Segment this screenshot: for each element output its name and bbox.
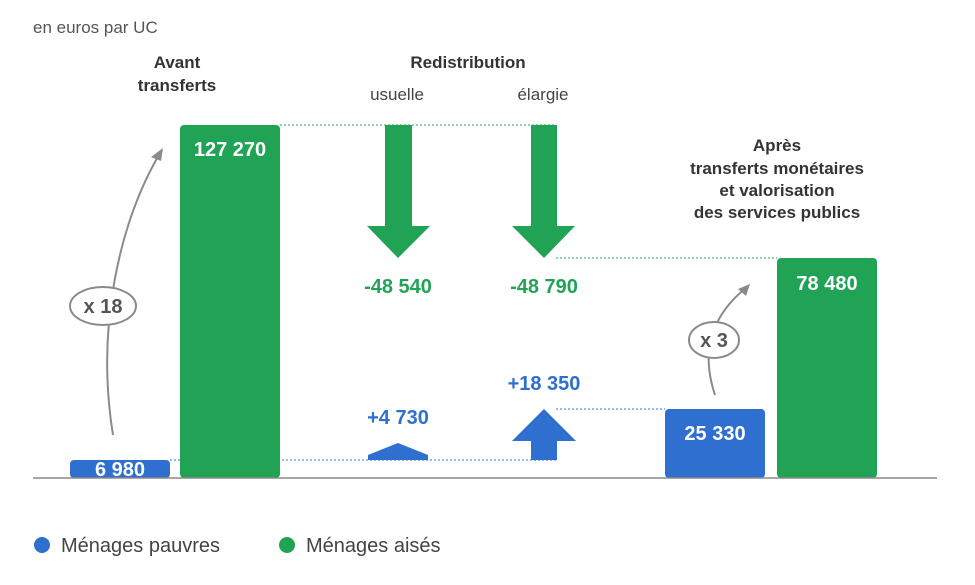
arrow-rich-extended — [512, 125, 575, 258]
ratio-label-after: x 3 — [700, 330, 728, 352]
header-extended: élargie — [517, 85, 568, 104]
bar-poor-after — [665, 409, 765, 478]
value-poor-extended: +18 350 — [508, 373, 581, 395]
value-rich-usual: -48 540 — [364, 276, 432, 298]
header-before-line1: Avant — [154, 53, 201, 72]
legend-label-rich: Ménages aisés — [306, 535, 441, 557]
arrow-poor-extended — [512, 409, 576, 460]
legend-label-poor: Ménages pauvres — [61, 535, 220, 557]
header-after-line2: transferts monétaires — [690, 159, 864, 178]
ratio-arrowhead-after — [738, 284, 750, 296]
value-rich-before: 127 270 — [194, 139, 266, 161]
bar-rich-before — [180, 125, 280, 478]
value-rich-extended: -48 790 — [510, 276, 578, 298]
value-poor-before: 6 980 — [95, 459, 145, 481]
header-redistribution: Redistribution — [410, 53, 525, 72]
header-after-line4: des services publics — [694, 203, 860, 222]
bar-poor-before — [70, 460, 170, 478]
arrow-poor-usual — [368, 443, 428, 460]
value-rich-after: 78 480 — [796, 273, 857, 295]
legend-marker-poor — [34, 537, 50, 553]
header-before-line2: transferts — [138, 76, 216, 95]
header-after-line1: Après — [753, 136, 801, 155]
ratio-badge-before — [69, 286, 137, 326]
header-usual: usuelle — [370, 85, 424, 104]
value-poor-usual: +4 730 — [367, 407, 429, 429]
ratio-arrowhead-before — [151, 148, 163, 161]
header-after-line3: et valorisation — [719, 181, 834, 200]
unit-label: en euros par UC — [33, 18, 158, 37]
value-poor-after: 25 330 — [684, 423, 745, 445]
ratio-badge-after — [688, 321, 740, 359]
ratio-label-before: x 18 — [84, 296, 123, 318]
legend-marker-rich — [279, 537, 295, 553]
bar-rich-after — [777, 258, 877, 478]
ratio-arrow-before — [106, 152, 161, 436]
arrow-rich-usual — [367, 125, 430, 258]
